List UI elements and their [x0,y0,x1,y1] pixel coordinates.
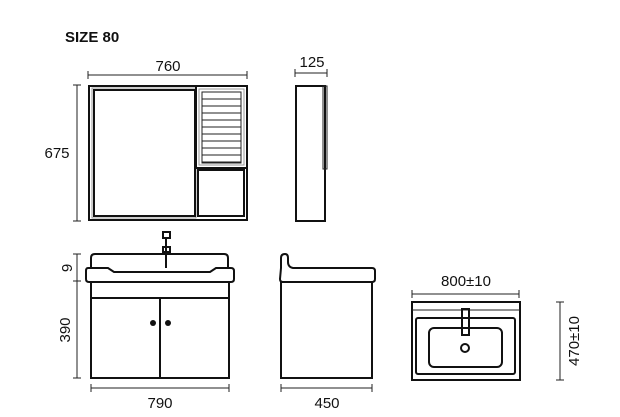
mirror-depth-label: 125 [299,54,324,71]
size-title: SIZE 80 [65,29,119,46]
basin-width-label: 800±10 [441,273,491,290]
vanity-front: 9 390 790 [57,231,235,412]
mirror-cabinet-side: 125 [294,54,328,222]
vanity-depth-label: 450 [314,395,339,412]
vanity-width-label: 790 [147,395,172,412]
vanity-side: 450 [278,252,376,412]
cabinet-height-label: 390 [57,317,74,342]
mirror-width-label: 760 [155,58,180,75]
basin-top-view: 800±10 470±10 [411,273,583,381]
door-knob-right [165,320,171,326]
mirror-cabinet-front: 760 675 [44,58,248,222]
door-knob-left [150,320,156,326]
basin-height-label: 9 [59,264,76,272]
drain-icon [460,343,470,353]
mirror-height-label: 675 [44,145,69,162]
basin-depth-label: 470±10 [566,316,583,366]
